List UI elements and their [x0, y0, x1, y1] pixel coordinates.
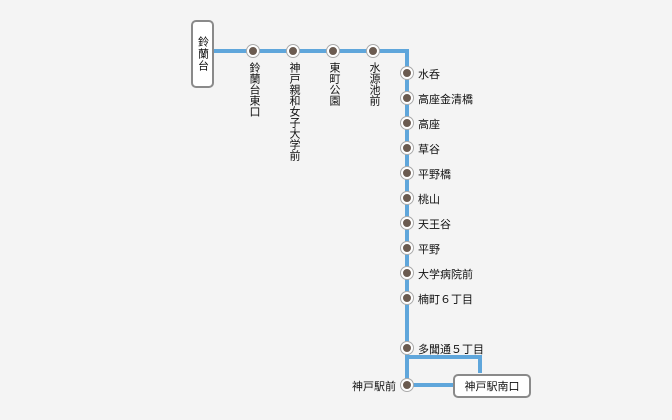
stop-label: 天王谷 [418, 218, 451, 231]
stop-label: 神戸駅前 [352, 380, 396, 393]
stop-marker[interactable] [401, 242, 413, 254]
stop-label: 多聞通５丁目 [418, 343, 484, 356]
stop-label: 東町公園 [328, 62, 341, 106]
stop-marker[interactable] [287, 45, 299, 57]
stop-marker[interactable] [401, 67, 413, 79]
stop-label: 楠町６丁目 [418, 293, 473, 306]
stop-marker[interactable] [247, 45, 259, 57]
stop-marker[interactable] [401, 167, 413, 179]
stop-label: 平野橋 [418, 168, 451, 181]
stop-marker[interactable] [401, 192, 413, 204]
stop-label: 高座金清橋 [418, 93, 473, 106]
stop-label: 草谷 [418, 143, 440, 156]
stop-label: 高座 [418, 118, 440, 131]
stop-marker[interactable] [327, 45, 339, 57]
stop-label: 大学病院前 [418, 268, 473, 281]
stop-marker[interactable] [401, 267, 413, 279]
stop-label: 平野 [418, 243, 440, 256]
stop-marker[interactable] [401, 117, 413, 129]
stop-marker[interactable] [401, 217, 413, 229]
start-terminal[interactable]: 鈴蘭台 [191, 20, 214, 88]
stop-marker[interactable] [401, 379, 413, 391]
stop-marker[interactable] [367, 45, 379, 57]
stop-label: 神戸親和女子大学前 [288, 62, 301, 161]
stop-marker[interactable] [401, 342, 413, 354]
stop-label: 鈴蘭台東口 [248, 62, 261, 117]
stop-label: 桃山 [418, 193, 440, 206]
stop-marker[interactable] [401, 142, 413, 154]
stop-label: 水源池前 [368, 62, 381, 106]
stop-marker[interactable] [401, 92, 413, 104]
stop-marker[interactable] [401, 292, 413, 304]
stop-label: 水呑 [418, 68, 440, 81]
end-terminal[interactable]: 神戸駅南口 [453, 374, 531, 398]
